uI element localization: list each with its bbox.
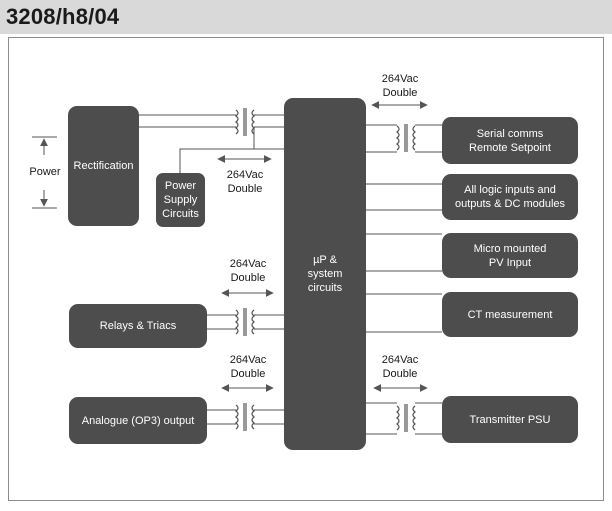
relays-block: Relays & Triacs [69, 304, 207, 348]
transformer-icon [235, 308, 255, 336]
transformer-icon [235, 108, 255, 136]
serial-block: Serial comms Remote Setpoint [442, 117, 578, 164]
tpsu-block: Transmitter PSU [442, 396, 578, 443]
transformer-icon [396, 404, 416, 432]
transformer-icon [235, 403, 255, 431]
transformer-icon [396, 124, 416, 152]
isolation-label-tpsu: 264Vac Double [381, 354, 419, 380]
header-bar: 3208/h8/04 [0, 0, 612, 34]
isolation-label-serial: 264Vac Double [381, 73, 419, 99]
logic-block: All logic inputs and outputs & DC module… [442, 174, 578, 220]
psu-connection-line [179, 148, 284, 173]
isolation-label-relays: 264Vac Double [229, 258, 267, 284]
analogue-block: Analogue (OP3) output [69, 397, 207, 444]
isolation-label-analogue: 264Vac Double [229, 354, 267, 380]
ct-block: CT measurement [442, 292, 578, 337]
isolation-label-psu: 264Vac Double [226, 169, 264, 195]
pv-block: Micro mounted PV Input [442, 233, 578, 278]
psu-block: Power Supply Circuits [156, 173, 205, 227]
rectification-block: Rectification [68, 106, 139, 226]
power-label: Power [29, 166, 61, 178]
page-title: 3208/h8/04 [6, 4, 120, 29]
micro-block: µP & system circuits [284, 98, 366, 450]
